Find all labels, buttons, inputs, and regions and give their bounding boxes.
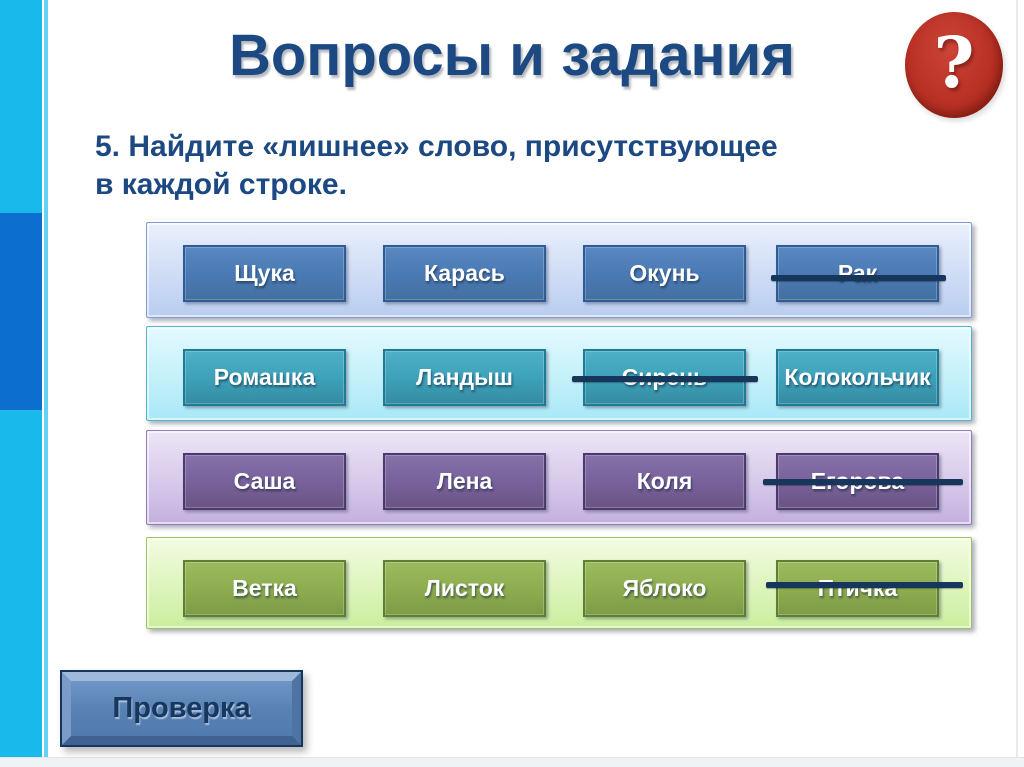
strikethrough-line xyxy=(572,376,758,382)
word-label: Карась xyxy=(424,260,505,286)
word-button[interactable]: Яблоко xyxy=(583,560,746,617)
word-button[interactable]: Коля xyxy=(583,453,746,510)
word-label: Ветка xyxy=(232,575,297,601)
task-text-line-2: в каждой строке. xyxy=(95,168,347,201)
word-label: Щука xyxy=(234,260,295,286)
strikethrough-line xyxy=(766,582,963,588)
word-button[interactable]: Лена xyxy=(383,453,546,510)
word-row-4: Ветка Листок Яблоко Птичка xyxy=(146,537,972,629)
question-badge: ? xyxy=(905,12,1003,118)
word-button[interactable]: Ромашка xyxy=(183,349,346,406)
word-label: Рак xyxy=(837,260,878,286)
check-button[interactable]: Проверка xyxy=(60,670,303,747)
strikethrough-line xyxy=(771,275,946,281)
left-stripe-dark-segment xyxy=(0,213,42,410)
word-button[interactable]: Саша xyxy=(183,453,346,510)
page-title: Вопросы и задания xyxy=(228,23,796,88)
word-label: Коля xyxy=(636,468,693,494)
word-button[interactable]: Ландыш xyxy=(383,349,546,406)
word-label: Саша xyxy=(233,468,296,494)
word-label: Листок xyxy=(424,575,505,601)
word-label: Ромашка xyxy=(213,364,316,390)
check-button-label: Проверка xyxy=(112,692,251,724)
task-text: 5. Найдите «лишнее» слово, присутствующе… xyxy=(95,128,915,204)
word-button[interactable]: Ветка xyxy=(183,560,346,617)
check-button-bevel: Проверка xyxy=(62,672,301,745)
word-label: Ландыш xyxy=(416,364,513,390)
word-label: Колокольчик xyxy=(784,364,931,390)
word-label: Лена xyxy=(436,468,493,494)
word-button[interactable]: Рак xyxy=(776,245,939,302)
word-row-2: Ромашка Ландыш Сирень Колокольчик xyxy=(146,326,972,421)
question-mark-icon: ? xyxy=(933,20,975,104)
word-button[interactable]: Окунь xyxy=(583,245,746,302)
word-label: Окунь xyxy=(629,260,700,286)
left-accent-line xyxy=(44,0,48,757)
strikethrough-line xyxy=(763,479,963,485)
word-button[interactable]: Щука xyxy=(183,245,346,302)
word-label: Яблоко xyxy=(622,575,707,601)
word-button[interactable]: Карась xyxy=(383,245,546,302)
word-row-1: Щука Карась Окунь Рак xyxy=(146,222,972,318)
word-label: Птичка xyxy=(817,575,898,601)
word-button[interactable]: Колокольчик xyxy=(776,349,939,406)
right-edge-line xyxy=(1016,0,1018,757)
word-row-3: Саша Лена Коля Егорова xyxy=(146,430,972,525)
task-text-line-1: 5. Найдите «лишнее» слово, присутствующе… xyxy=(95,130,778,163)
word-button[interactable]: Птичка xyxy=(776,560,939,617)
word-button[interactable]: Листок xyxy=(383,560,546,617)
bottom-edge-strip xyxy=(0,757,1024,767)
